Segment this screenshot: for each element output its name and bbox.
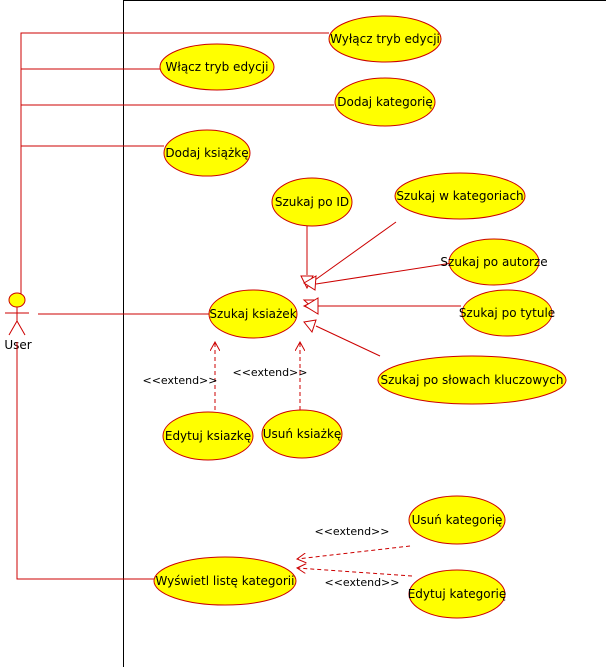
- usecase-search-title[interactable]: [461, 289, 553, 337]
- usecase-label-search-title: Szukaj po tytule: [459, 306, 555, 320]
- usecase-label-edit-book: Edytuj ksiazkę: [165, 429, 251, 443]
- usecase-delete-category[interactable]: [408, 495, 506, 545]
- usecase-label-edit-category: Edytuj kategorię: [408, 587, 507, 601]
- extend-edges: [215, 342, 413, 577]
- actor-head: [8, 292, 26, 308]
- usecase-label-search-keywords: Szukaj po słowach kluczowych: [381, 373, 564, 387]
- usecase-search-keywords[interactable]: [377, 355, 567, 405]
- generalization-arrowheads: [300, 275, 319, 334]
- usecase-search-id[interactable]: [271, 177, 353, 227]
- usecase-label-search-books: Szukaj ksiażek: [209, 307, 296, 321]
- usecase-add-category[interactable]: [334, 77, 436, 127]
- usecase-edit-category[interactable]: [408, 569, 506, 619]
- usecase-search-categories[interactable]: [394, 172, 526, 220]
- usecase-disable-edit[interactable]: [328, 15, 442, 63]
- extend-label-delete-book: <<extend>>: [233, 366, 308, 379]
- usecase-edit-book[interactable]: [162, 411, 254, 461]
- actor-label: User: [4, 338, 31, 352]
- usecase-label-delete-category: Usuń kategorię: [412, 513, 503, 527]
- usecase-search-author[interactable]: [448, 238, 540, 286]
- usecase-delete-book[interactable]: [261, 409, 343, 459]
- usecase-search-books[interactable]: [208, 289, 298, 339]
- usecase-label-disable-edit: Wyłącz tryb edycji: [330, 32, 440, 46]
- usecase-label-add-category: Dodaj kategorię: [337, 95, 433, 109]
- usecase-label-search-categories: Szukaj w kategoriach: [396, 189, 523, 203]
- extend-label-edit-book: <<extend>>: [143, 374, 218, 387]
- actor-associations: [16, 32, 334, 580]
- extend-edit-category: [297, 568, 413, 577]
- usecase-label-enable-edit: Włącz tryb edycji: [166, 60, 269, 74]
- usecase-label-show-categories: Wyświetl listę kategorii: [156, 574, 295, 588]
- usecase-label-add-book: Dodaj książkę: [165, 146, 248, 160]
- usecase-add-book[interactable]: [163, 129, 251, 177]
- usecase-show-categories[interactable]: [153, 556, 297, 606]
- usecase-label-search-author: Szukaj po autorze: [440, 255, 547, 269]
- extend-delete-category: [297, 545, 411, 559]
- generalization-edges: [306, 221, 461, 357]
- usecase-enable-edit[interactable]: [159, 43, 275, 91]
- usecase-label-search-id: Szukaj po ID: [275, 195, 349, 209]
- usecase-label-delete-book: Usuń ksiażkę: [263, 427, 342, 441]
- actor-user[interactable]: [5, 292, 29, 336]
- extend-label-delete-category: <<extend>>: [315, 525, 390, 538]
- extend-label-edit-category: <<extend>>: [325, 576, 400, 589]
